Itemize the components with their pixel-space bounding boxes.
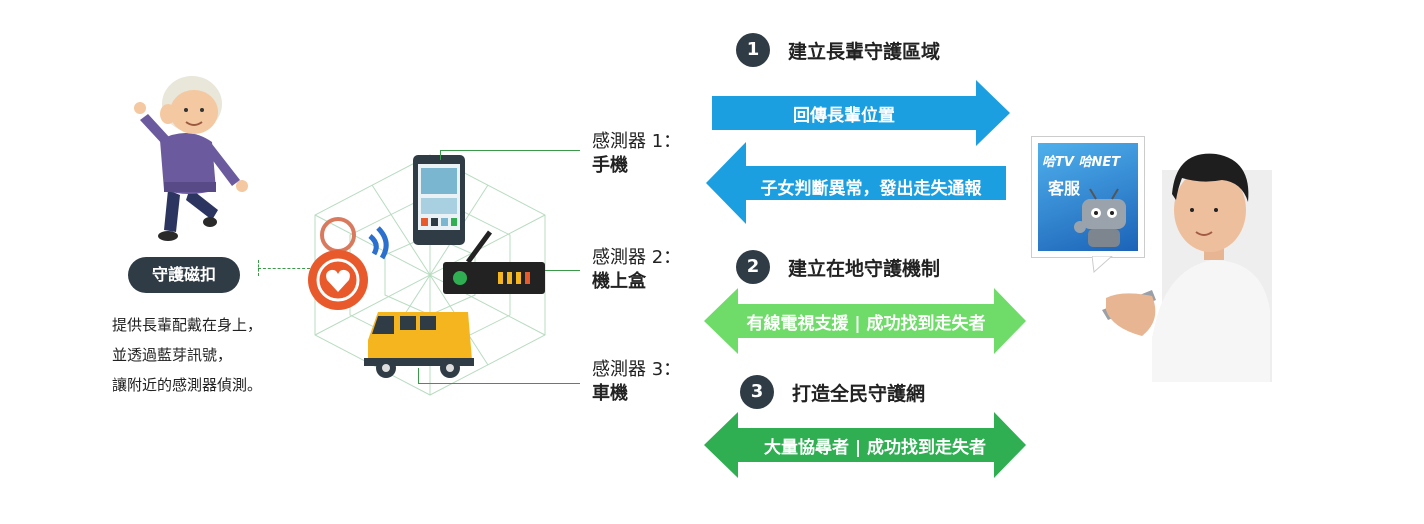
settop-connector-line: [545, 270, 580, 271]
arrow-missing-alert: [706, 142, 1008, 224]
sensor-1-label: 感測器 1： 手機: [592, 130, 681, 178]
sensor-1-device: 手機: [592, 155, 628, 176]
step-3: 3 打造全民守護網: [740, 375, 925, 409]
step-3-title: 打造全民守護網: [792, 382, 926, 405]
sensor-3-label: 感測器 3： 車機: [592, 358, 681, 406]
step-2: 2 建立在地守護機制: [736, 250, 940, 284]
tag-description-line-2: 並透過藍芽訊號，: [112, 346, 233, 364]
car-connector-tick: [418, 368, 419, 383]
step-1-number: 1: [736, 33, 770, 67]
step-2-number: 2: [736, 250, 770, 284]
tag-description-line-1: 提供長輩配戴在身上，: [112, 316, 263, 334]
phone-connector-tick: [440, 150, 441, 160]
arrow-mass-search: [704, 412, 1028, 478]
van-icon: [364, 312, 474, 378]
tv-service-label: 客服: [1048, 179, 1081, 198]
arrow-cable-tv-support-text: 有線電視支援 | 成功找到走失者: [746, 314, 986, 334]
sensor-network-illustration: [300, 150, 560, 400]
tv-brand-logo: 哈TV 哈NET: [1042, 155, 1121, 170]
car-connector-line: [418, 383, 580, 384]
magnetic-tag-label: 守護磁扣: [128, 257, 240, 293]
tag-description-line-3: 讓附近的感測器偵測。: [112, 376, 263, 394]
arrow-report-location: [712, 80, 1012, 146]
sensor-2-label: 感測器 2： 機上盒: [592, 246, 681, 294]
arrow-cable-tv-support: [704, 288, 1028, 354]
smartphone-icon: [413, 155, 465, 245]
set-top-box-icon: [443, 230, 545, 294]
sensor-1-title: 感測器 1：: [592, 131, 682, 152]
young-man-illustration: [1092, 140, 1272, 382]
step-1: 1 建立長輩守護區域: [736, 33, 940, 67]
step-3-number: 3: [740, 375, 774, 409]
arrow-report-location-text: 回傳長輩位置: [793, 106, 895, 126]
sensor-2-title: 感測器 2：: [592, 247, 682, 268]
elderly-person-illustration: [128, 70, 258, 250]
key-fob-icon: [308, 217, 368, 310]
robot-mascot-icon: [1074, 188, 1126, 247]
sensor-3-title: 感測器 3：: [592, 359, 682, 380]
sensor-2-device: 機上盒: [592, 271, 646, 292]
tv-service-card: 哈TV 哈NET 客服: [1031, 136, 1145, 258]
step-1-title: 建立長輩守護區域: [788, 40, 941, 63]
speech-bubble-tail: [1092, 256, 1116, 274]
tag-connector-tick: [258, 260, 259, 276]
sensor-3-device: 車機: [592, 383, 628, 404]
tag-connector-line: [258, 268, 310, 269]
arrow-missing-alert-text: 子女判斷異常，發出走失通報: [760, 179, 982, 199]
step-2-title: 建立在地守護機制: [788, 257, 941, 280]
phone-connector-line: [440, 150, 580, 151]
tv-service-card-screen: 哈TV 哈NET 客服: [1038, 143, 1138, 251]
arrow-mass-search-text: 大量協尋者 | 成功找到走失者: [763, 438, 987, 458]
